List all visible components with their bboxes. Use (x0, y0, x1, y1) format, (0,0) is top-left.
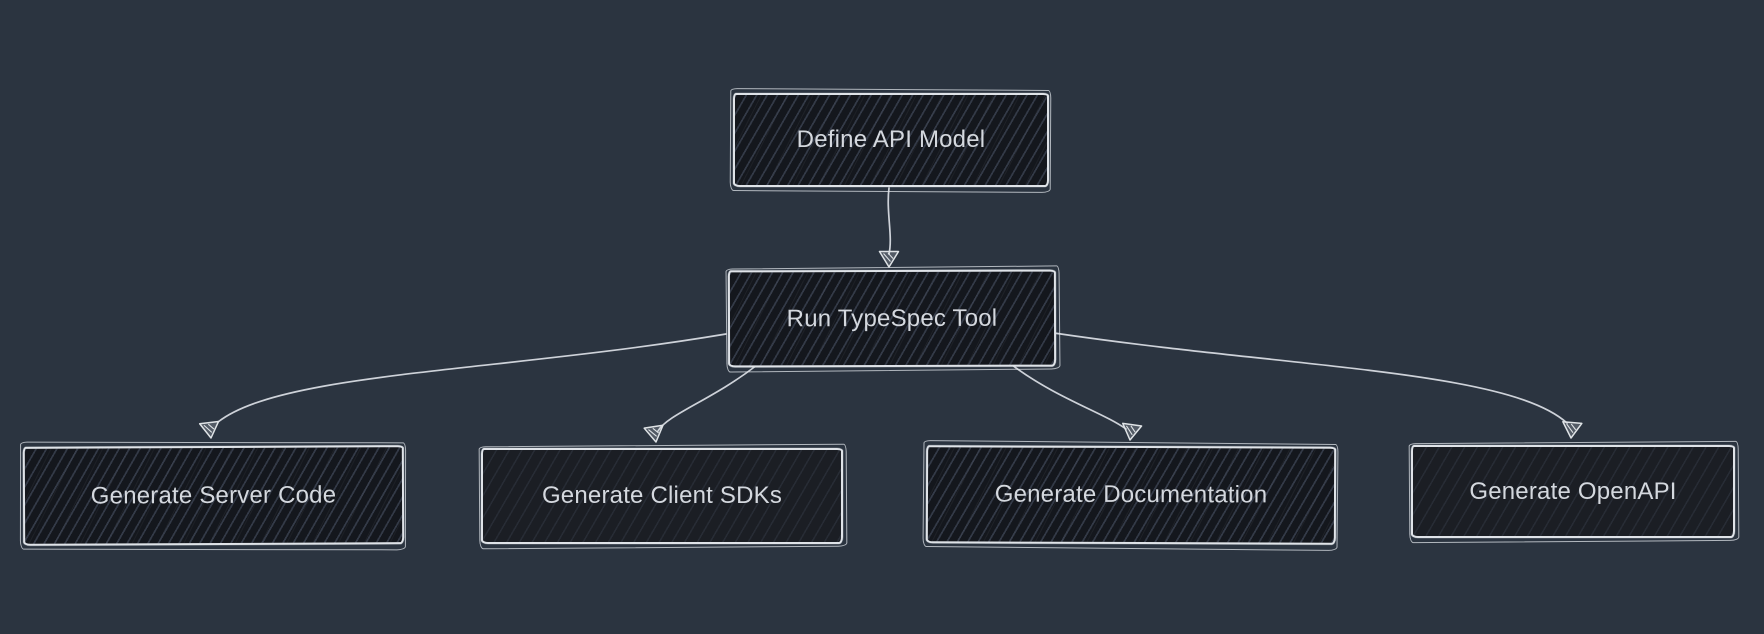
node-label: Define API Model (796, 126, 986, 153)
node-label: Generate Documentation (994, 480, 1268, 509)
arrowhead-icon (198, 420, 220, 439)
node-define-api-model: Define API Model (733, 93, 1049, 187)
node-label: Generate Client SDKs (541, 482, 783, 509)
node-run-typespec-tool: Run TypeSpec Tool (727, 269, 1057, 368)
arrowhead-icon (643, 424, 664, 443)
node-label: Run TypeSpec Tool (786, 304, 998, 332)
edge-define-to-run (887, 187, 892, 255)
arrowhead-icon (878, 250, 900, 268)
node-label: Generate OpenAPI (1469, 477, 1677, 505)
edge-run-to-docs (1011, 364, 1127, 430)
arrowhead-icon (1562, 420, 1583, 439)
node-generate-documentation: Generate Documentation (925, 445, 1337, 545)
edge-run-to-server (217, 333, 727, 423)
node-label: Generate Server Code (90, 480, 337, 510)
node-generate-server-code: Generate Server Code (22, 445, 405, 546)
edge-run-to-sdks (657, 364, 758, 432)
node-generate-openapi: Generate OpenAPI (1411, 445, 1735, 538)
edge-run-to-openapi (1053, 332, 1568, 424)
node-generate-client-sdks: Generate Client SDKs (481, 448, 843, 544)
arrowhead-icon (1121, 422, 1143, 441)
